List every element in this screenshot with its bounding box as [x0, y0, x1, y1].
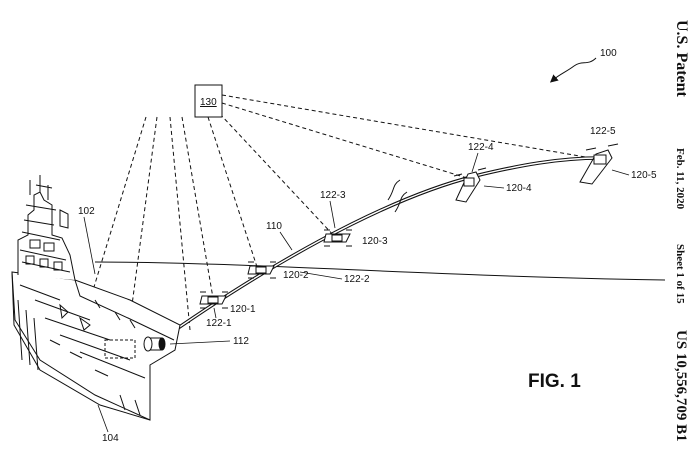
drone-5: [579, 143, 619, 185]
patent-label-text: U.S. Patent: [673, 20, 690, 97]
drone-2: [247, 261, 276, 279]
label-system: 100: [600, 48, 617, 59]
label-link-3: 122-3: [320, 190, 346, 201]
label-controller: 130: [200, 97, 217, 108]
label-winch: 112: [233, 336, 249, 347]
figure-title: FIG. 1: [528, 371, 581, 392]
label-link-4: 122-4: [468, 142, 494, 153]
label-link-5: 122-5: [590, 126, 616, 137]
patent-date-text: Feb. 11, 2020: [674, 148, 686, 210]
label-drone-5: 120-5: [631, 170, 657, 181]
label-ship: 102: [78, 206, 95, 217]
label-drone-3: 120-3: [362, 236, 388, 247]
label-drone-4: 120-4: [506, 183, 532, 194]
winch: [143, 336, 166, 352]
controller-box: [194, 84, 223, 118]
horizon-line: [94, 261, 666, 281]
patent-sheet-text: Sheet 1 of 15: [674, 244, 686, 304]
control-links: [89, 94, 604, 331]
drone-4: [453, 167, 487, 203]
label-link-1: 122-1: [206, 318, 232, 329]
label-deck: 104: [102, 433, 119, 444]
label-drone-2: 120-2: [283, 270, 309, 281]
system-arrow: [549, 57, 597, 83]
tether-break: [387, 179, 408, 213]
label-tether: 110: [266, 221, 282, 232]
tether: [153, 156, 601, 346]
patent-number-text: US 10,556,709 B1: [673, 330, 689, 442]
label-drone-1: 120-1: [230, 304, 256, 315]
label-link-2: 122-2: [344, 274, 370, 285]
drone-1: [199, 291, 228, 309]
ship-illustration: [11, 175, 181, 421]
drone-3: [323, 229, 352, 247]
